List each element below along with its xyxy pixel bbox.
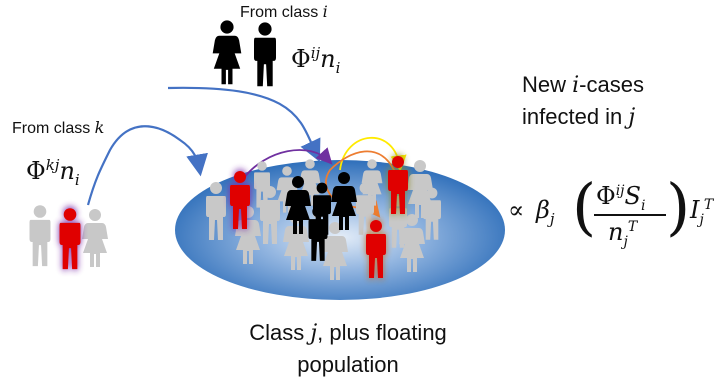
new-cases-line2: infected in j (522, 104, 636, 130)
arrow-from-class-i (167, 86, 321, 162)
class-i-man-figure (254, 22, 276, 87)
class-k-woman-figure (82, 209, 108, 267)
arrow-purple (243, 147, 333, 179)
proportional-symbol: ∝ (508, 196, 525, 224)
from-class-k-label: From class k (12, 118, 105, 137)
from-class-i-label: From class i (240, 2, 328, 21)
new-cases-line1: New i-cases (522, 72, 644, 98)
class-k-man-figure (29, 205, 51, 267)
arrow-from-class-k (86, 125, 208, 206)
flux-ij-label: Φijni (291, 44, 341, 77)
left-paren: ( (572, 170, 597, 243)
numerator: ΦijSi (596, 182, 646, 214)
caption-line1: Class j, plus floating (249, 320, 447, 346)
infection-formula: ∝ βj ( ΦijSi njT ) IjT (508, 170, 720, 268)
class-k-infected-figure (59, 208, 81, 270)
beta-symbol: βj (536, 196, 555, 228)
fraction-bar (594, 214, 666, 216)
denominator: njT (608, 218, 638, 250)
class-i-woman-figure (212, 20, 242, 85)
right-paren: ) (666, 170, 691, 243)
infected-term: IjT (690, 196, 714, 228)
flux-kj-label: Φkjni (26, 156, 80, 189)
caption-line2: population (297, 352, 399, 377)
